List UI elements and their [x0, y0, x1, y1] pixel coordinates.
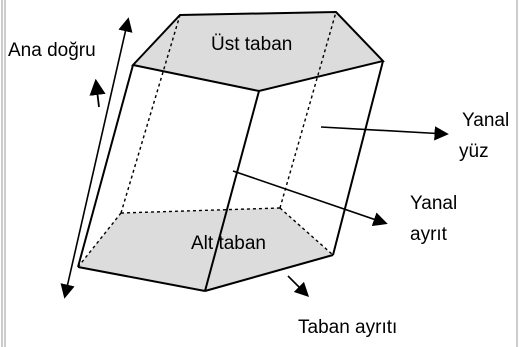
label-yanal-1: Yanal: [462, 110, 509, 131]
ana-dogru-pointer-arrow: [89, 78, 106, 108]
bottom-edge-front-right: [204, 254, 334, 292]
yanal-yuz-arrow: [320, 126, 449, 141]
label-alt-taban: Alt taban: [191, 233, 266, 254]
label-ayrit: ayrıt: [410, 224, 448, 245]
label-taban-ayriti: Taban ayrıtı: [298, 317, 397, 338]
label-ust-taban: Üst taban: [211, 34, 292, 55]
lateral-edge-front: [204, 90, 260, 292]
yanal-ayrit-arrow: [232, 170, 388, 227]
taban-ayriti-arrow: [287, 275, 310, 298]
label-yuz: yüz: [459, 141, 489, 162]
label-yanal-2: Yanal: [410, 193, 457, 214]
hidden-edges: [77, 11, 337, 268]
label-ana-dogru: Ana doğru: [8, 40, 96, 61]
lateral-edge-right: [332, 60, 384, 256]
top-base-face: [131, 10, 385, 93]
bottom-base-face: [78, 208, 333, 291]
ana-dogru-line: [60, 17, 133, 299]
